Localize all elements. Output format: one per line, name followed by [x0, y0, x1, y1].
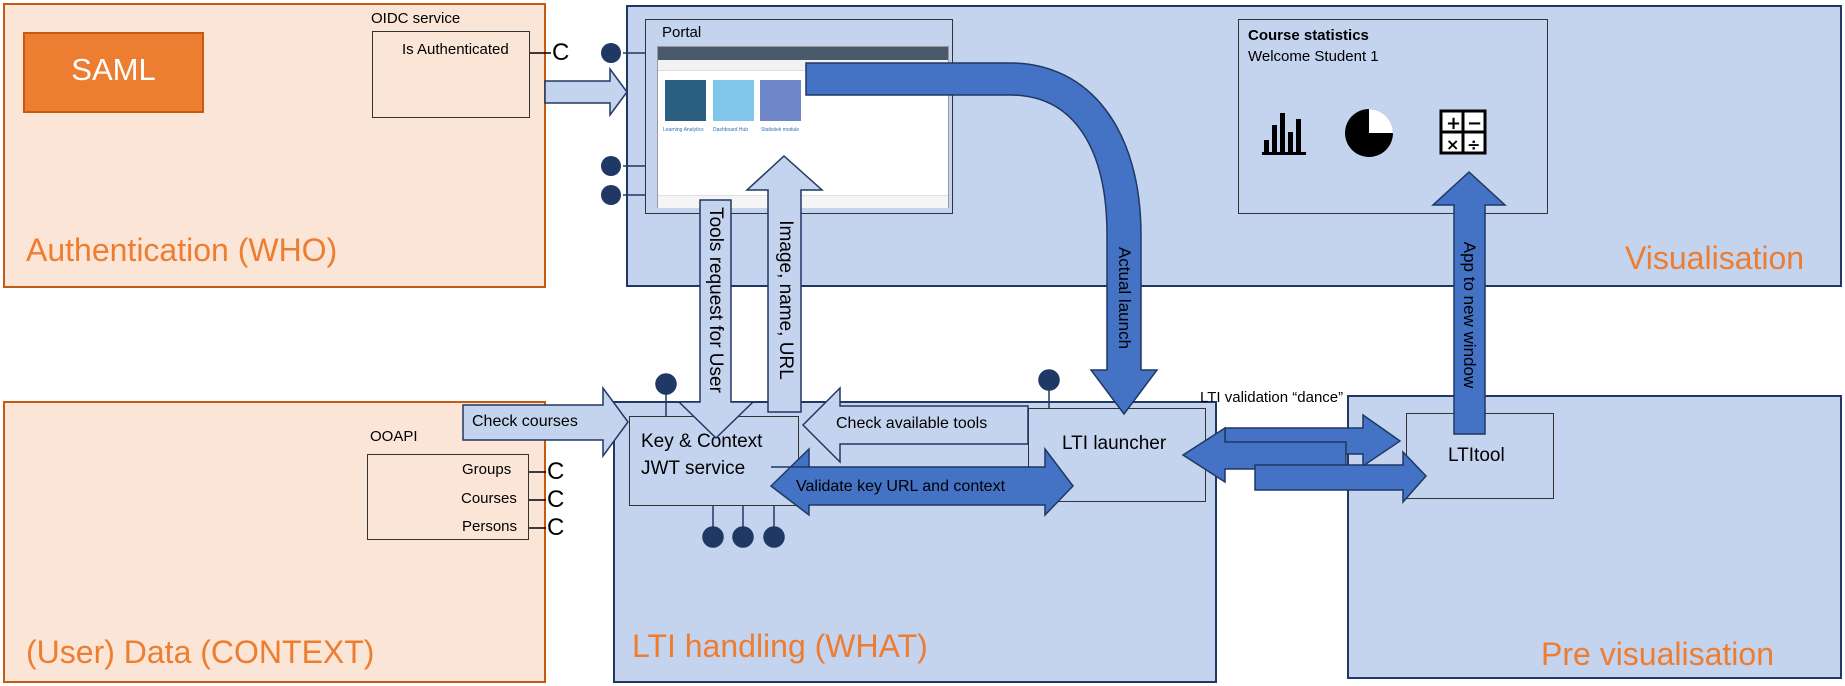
- key-context-sockets: [655, 373, 785, 548]
- ooapi-title: OOAPI: [370, 428, 418, 445]
- oidc-to-portal-arrow: [544, 66, 628, 118]
- svg-text:+: +: [1446, 113, 1461, 134]
- ooapi-item-courses: Courses: [461, 490, 517, 507]
- user-data-zone-label: (User) Data (CONTEXT): [26, 634, 375, 670]
- svg-text:×: ×: [1446, 135, 1459, 154]
- actual-launch-arrow: [805, 62, 1159, 416]
- check-tools-label: Check available tools: [836, 415, 988, 432]
- lti-launcher-socket: [1038, 369, 1060, 408]
- saml-box: [23, 32, 204, 113]
- portal-topbar: [658, 47, 948, 60]
- ooapi-connector-groups: C: [547, 458, 565, 485]
- portal-tile-1[interactable]: [665, 80, 706, 121]
- lti-dance-arrow-right-2: [1254, 450, 1428, 504]
- portal-tile-label-1: Learning Analytics: [663, 127, 704, 133]
- ooapi-connector-persons: C: [547, 514, 565, 541]
- oidc-item-is-authenticated: Is Authenticated: [402, 41, 509, 58]
- pre-visualisation-zone-label: Pre visualisation: [1541, 636, 1774, 672]
- portal-nav-strip: [658, 60, 948, 71]
- course-statistics-welcome: Welcome Student 1: [1248, 48, 1379, 65]
- tools-request-arrow: [677, 199, 755, 440]
- key-context-label-line2: JWT service: [641, 458, 746, 479]
- tools-request-label: Tools request for User: [705, 207, 726, 393]
- user-data-zone: [3, 401, 546, 683]
- check-courses-label: Check courses: [472, 413, 578, 430]
- image-name-url-arrow: [745, 154, 824, 413]
- portal-tile-label-2: Dashboard Hub: [713, 127, 749, 133]
- portal-tile-2[interactable]: [713, 80, 754, 121]
- check-courses-arrow: [462, 385, 629, 459]
- app-new-window-arrow: [1431, 170, 1507, 435]
- portal-sockets: [601, 43, 645, 205]
- svg-text:÷: ÷: [1467, 135, 1480, 154]
- lti-dance-label: LTI validation “dance”: [1200, 389, 1344, 406]
- bar-chart-icon: [1262, 113, 1306, 155]
- image-name-url-label: Image, name, URL: [775, 220, 796, 380]
- ooapi-item-groups: Groups: [462, 461, 512, 478]
- saml-label: SAML: [71, 52, 156, 87]
- actual-launch-label: Actual launch: [1115, 246, 1134, 350]
- ooapi-item-persons: Persons: [462, 518, 518, 535]
- key-context-label-line1: Key & Context: [641, 431, 763, 452]
- app-new-window-label: App to new window: [1460, 241, 1479, 389]
- lti-handling-zone-label: LTI handling (WHAT): [632, 628, 928, 664]
- validate-label: Validate key URL and context: [796, 478, 1006, 495]
- lti-launcher-label: LTI launcher: [1062, 433, 1167, 454]
- validate-arrow: [769, 446, 1074, 517]
- portal-title: Portal: [662, 24, 702, 41]
- ooapi-connector-courses: C: [547, 486, 565, 513]
- portal-tile-label-3: Statistiek module: [761, 127, 800, 133]
- oidc-service-box: [372, 31, 530, 118]
- svg-text:−: −: [1467, 113, 1482, 134]
- pie-chart-icon: [1345, 109, 1393, 157]
- portal-tile-3[interactable]: [760, 80, 801, 121]
- course-statistics-box: [1238, 19, 1548, 214]
- lti-tool-label: LTItool: [1448, 445, 1505, 466]
- oidc-connector: C: [552, 39, 570, 66]
- ooapi-box: [367, 454, 529, 540]
- authentication-zone-label: Authentication (WHO): [26, 232, 338, 268]
- oidc-title: OIDC service: [371, 10, 461, 27]
- calculator-icon: + − × ÷: [1439, 109, 1487, 155]
- course-statistics-title: Course statistics: [1248, 27, 1369, 44]
- visualisation-zone-label: Visualisation: [1625, 240, 1805, 276]
- check-tools-arrow: [801, 386, 1029, 464]
